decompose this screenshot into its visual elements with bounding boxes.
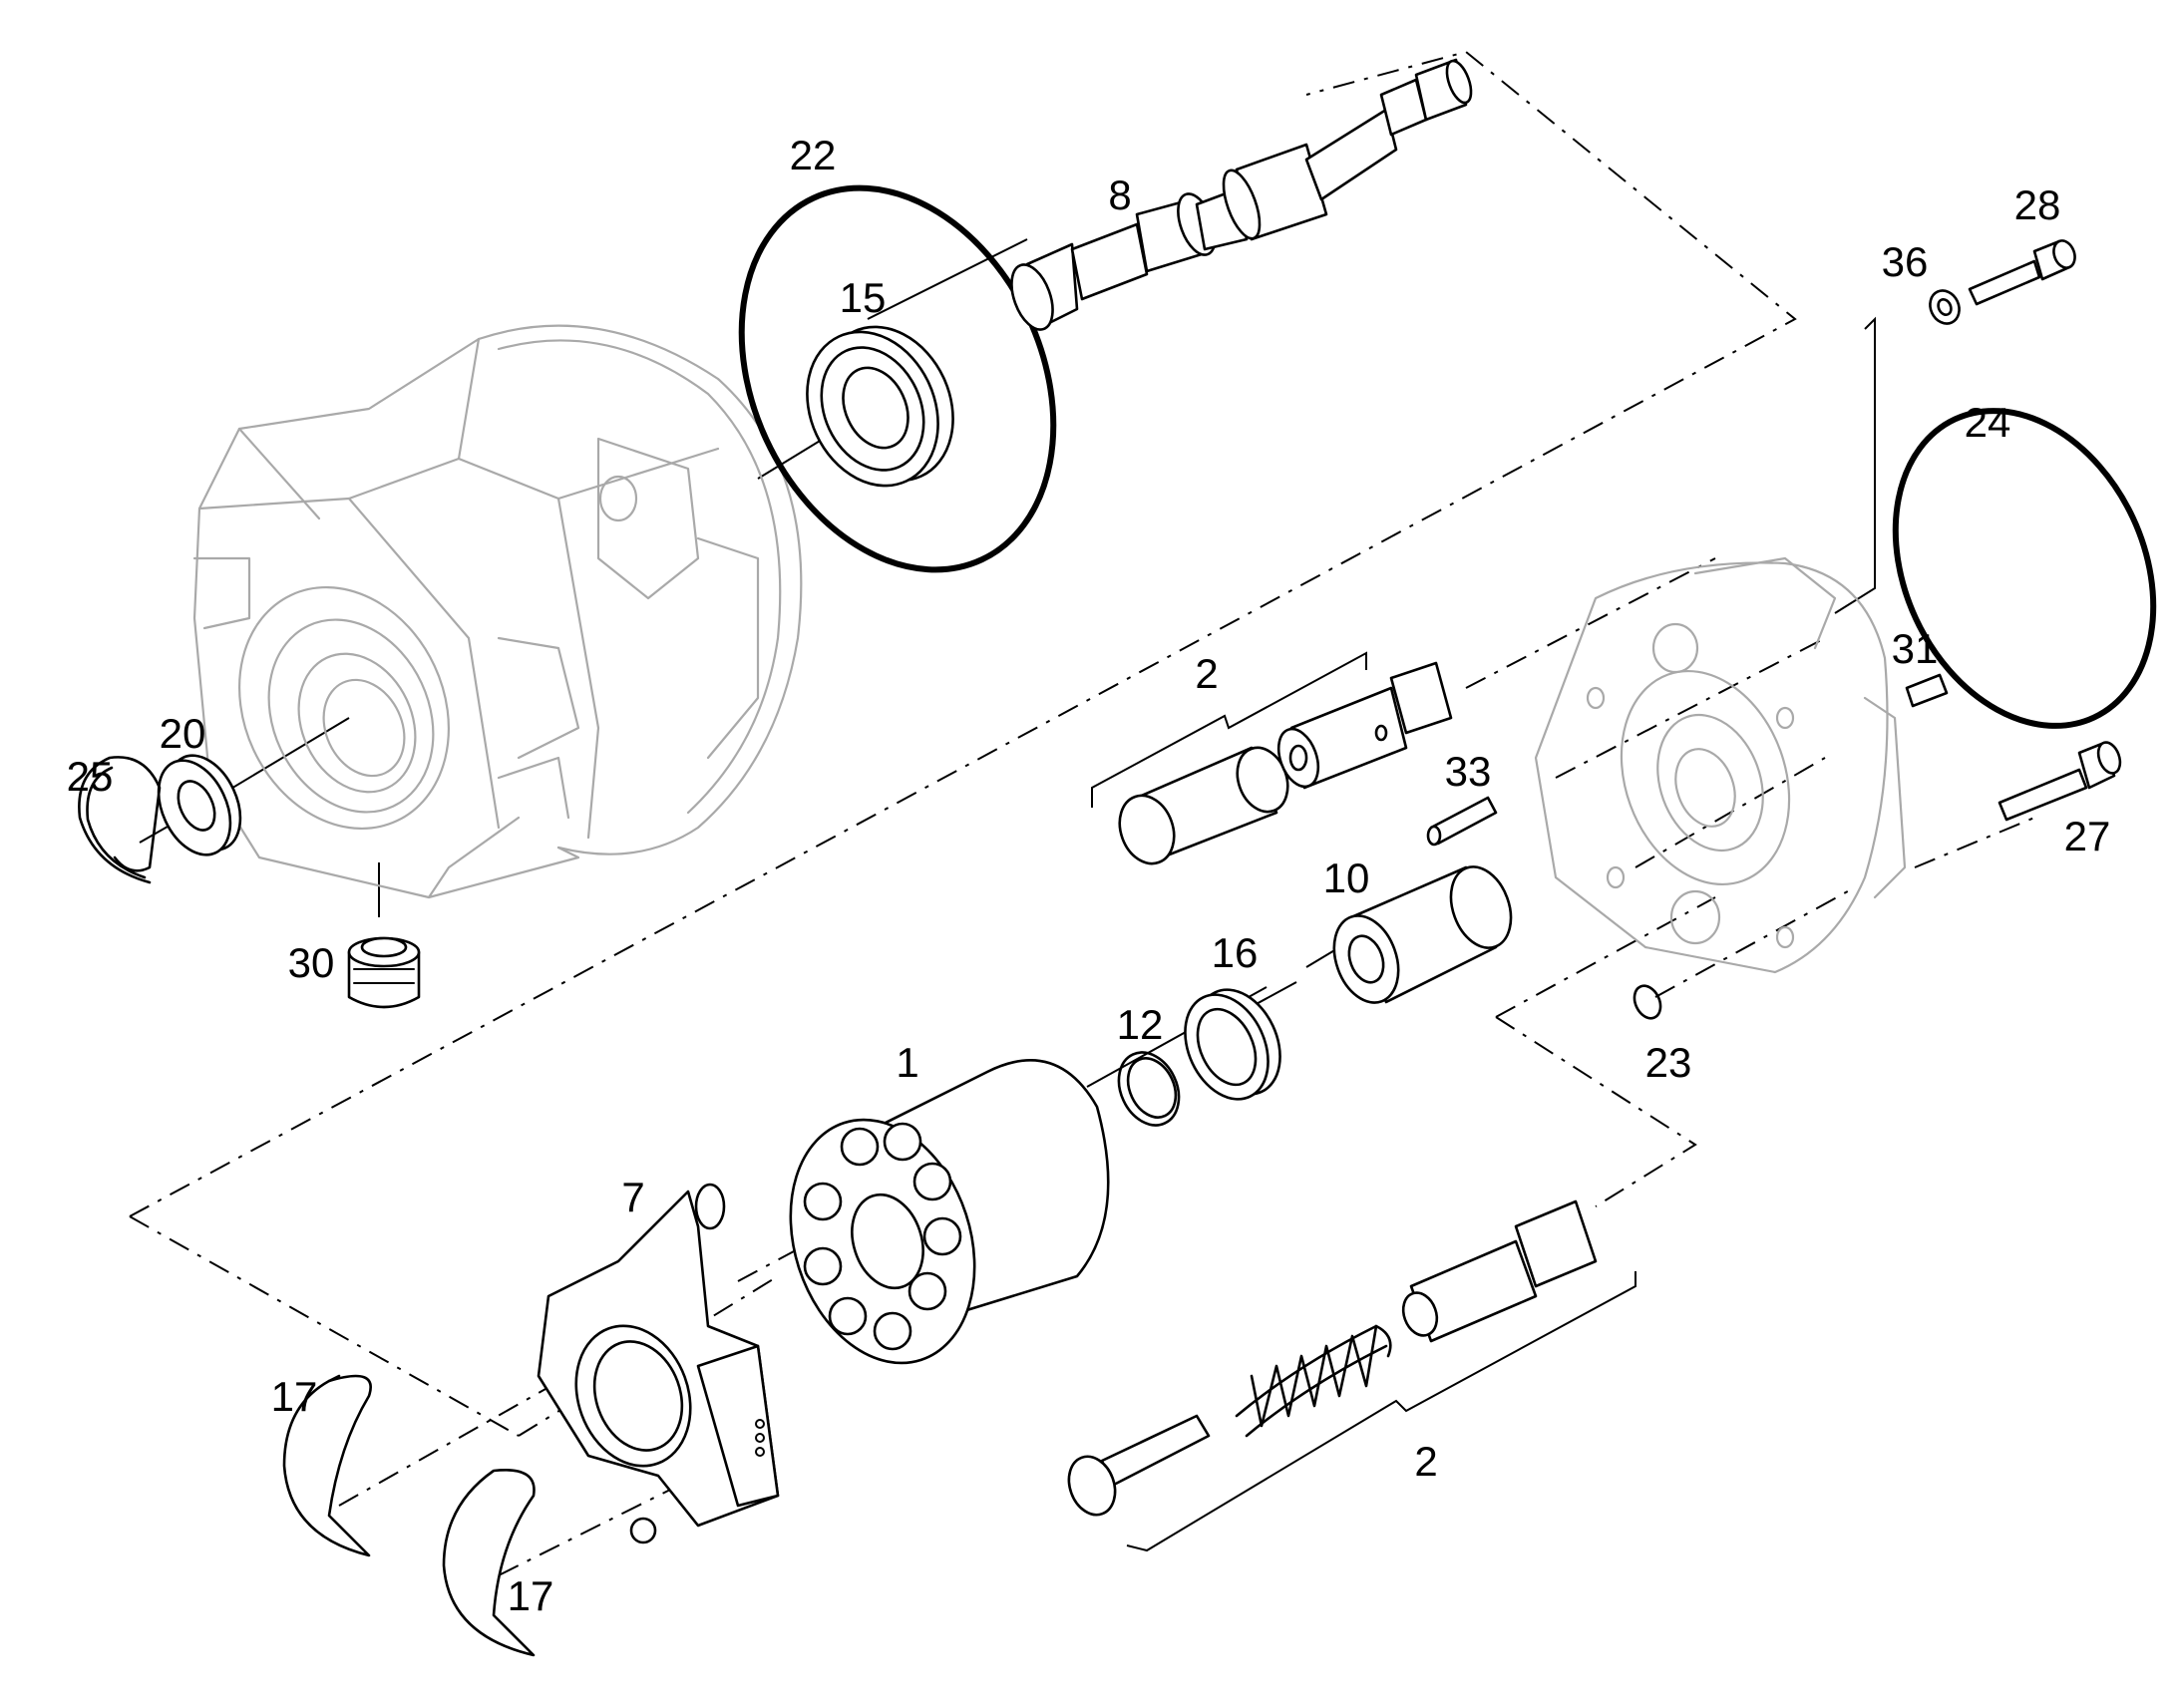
callout-2-upper: 2 [1195,650,1218,697]
part-31-pin [1905,673,1949,708]
part-2-upper-spool [1118,661,1453,865]
part-36-washer [1929,289,1961,325]
callout-1: 1 [896,1039,918,1086]
callout-8: 8 [1108,171,1131,218]
bracket-2-lower [1126,1271,1636,1552]
callout-labels: 1 2 2 7 8 10 12 15 16 17 17 20 22 23 24 … [67,132,2111,1619]
part-23-oring [1633,984,1662,1020]
part-16-bearing [1184,988,1281,1101]
part-17-saddle-upper [282,1374,372,1557]
part-10-coupling [1332,865,1513,1004]
part-1-cylinder-block [789,1059,1110,1365]
callout-27: 27 [2064,813,2111,859]
callout-16: 16 [1212,929,1259,976]
callout-28: 28 [2014,181,2061,228]
callout-17-lower: 17 [508,1572,554,1619]
part-28-bolt [1968,239,2076,306]
part-27-bolt [1998,741,2122,822]
part-20-seal [157,754,242,856]
part-8-shaft [1010,58,1473,331]
callout-22: 22 [790,132,837,178]
callout-10: 10 [1323,854,1370,901]
part-24-oring [1892,408,2157,729]
part-12-ring [1117,1051,1181,1127]
port-plate-ghost [1534,556,1907,974]
callout-15: 15 [840,274,887,321]
callout-25: 25 [67,753,114,800]
part-33-pin [1426,796,1498,847]
part-30-plug [347,936,421,1009]
callout-17-upper: 17 [271,1373,318,1420]
part-7-swashplate [537,1183,780,1544]
callout-36: 36 [1882,238,1929,285]
motor-housing-ghost [192,324,803,899]
part-17-saddle-lower [442,1469,536,1657]
callout-30: 30 [288,939,335,986]
callout-23: 23 [1645,1039,1692,1086]
callout-20: 20 [160,710,206,757]
part-15-bearing [806,325,954,488]
callout-33: 33 [1445,748,1492,795]
callout-2-lower: 2 [1414,1438,1437,1485]
callout-24: 24 [1965,399,2011,446]
part-2-lower-spool [1067,1199,1598,1517]
part-25-circlip [78,756,162,884]
callout-12: 12 [1117,1001,1164,1048]
bracket-2-upper [1091,651,1367,808]
callout-7: 7 [621,1174,644,1220]
callout-31: 31 [1892,625,1939,672]
